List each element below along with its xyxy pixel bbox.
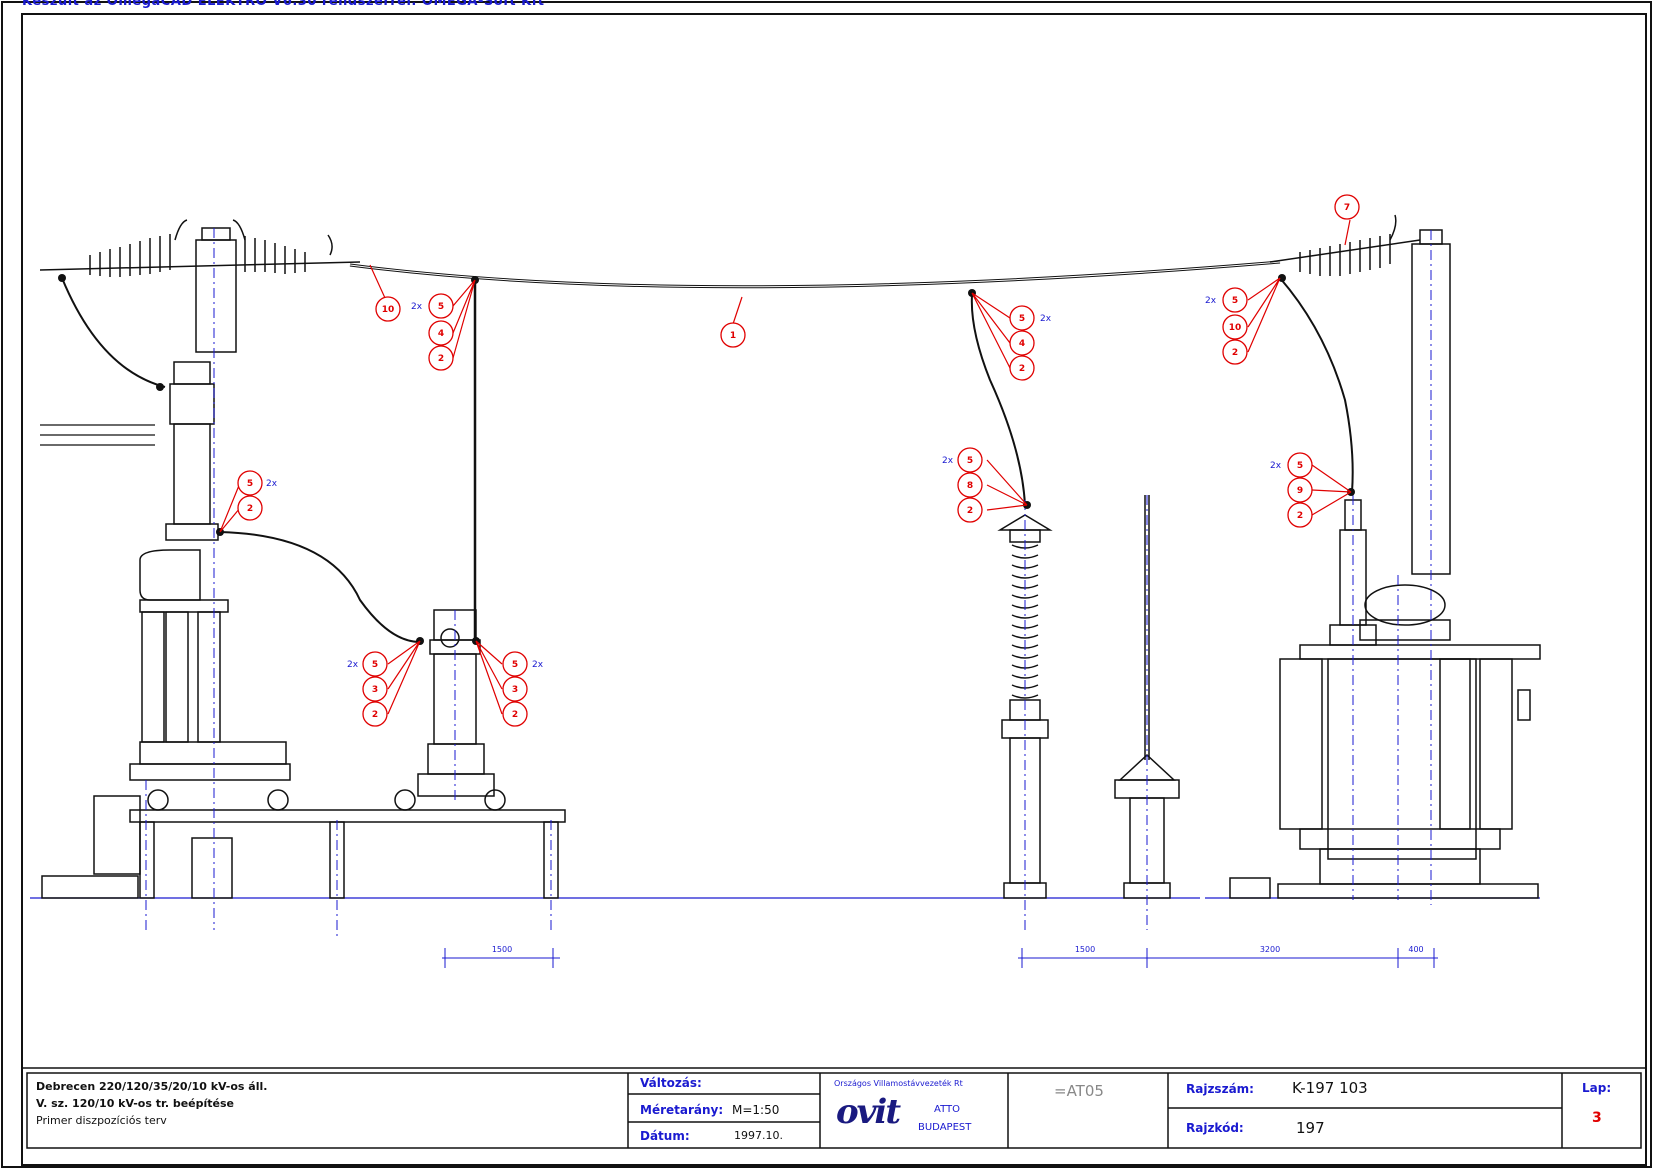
callout-number: 5	[1019, 314, 1025, 324]
company-name: Országos Villamostávvezeték Rt	[834, 1079, 963, 1088]
object-code: =AT05	[1054, 1082, 1104, 1100]
connection-nodes	[58, 274, 1355, 645]
multiplier-label: 2x	[411, 302, 423, 312]
callout-number: 2	[1019, 364, 1025, 374]
left-bushing-column	[41, 227, 291, 899]
callout-number: 7	[1344, 203, 1350, 213]
multiplier-label: 2x	[1040, 314, 1052, 324]
project-title-line3: Primer diszpozíciós terv	[36, 1114, 167, 1127]
drawing-code-label: Rajzkód:	[1186, 1121, 1244, 1135]
department-line2: BUDAPEST	[918, 1122, 972, 1133]
dimension-label: 1500	[1075, 945, 1095, 954]
date-label: Dátum:	[640, 1129, 690, 1143]
callout-number: 5	[1232, 296, 1238, 306]
current-transformer	[417, 609, 495, 797]
callout-number: 3	[512, 685, 518, 695]
dimension-lines	[442, 948, 1438, 968]
ovit-logo: ovit	[836, 1092, 901, 1132]
project-title-line1: Debrecen 220/120/35/20/10 kV-os áll.	[36, 1080, 268, 1093]
callout-number: 2	[967, 506, 973, 516]
callout-number: 2	[1297, 511, 1303, 521]
dimension-label: 400	[1408, 945, 1423, 954]
callout-number: 5	[438, 302, 444, 312]
change-label: Változás:	[640, 1076, 702, 1090]
transformer-bushing-tall	[1411, 229, 1451, 575]
center-lines	[145, 228, 1432, 940]
project-title-line2: V. sz. 120/10 kV-os tr. beépítése	[36, 1097, 234, 1110]
multiplier-label: 2x	[1270, 461, 1282, 471]
callout-number: 2	[1232, 348, 1238, 358]
callout-number: 10	[382, 305, 395, 315]
callout-number: 2	[247, 504, 253, 514]
software-credit: Készült az OmegaCAD ELEKTRO V6.30 rendsz…	[22, 0, 545, 9]
left-insulator-string	[39, 219, 361, 277]
callout-number: 2	[438, 354, 444, 364]
callout-number: 4	[438, 329, 444, 339]
dimension-label: 1500	[492, 945, 512, 954]
callout-number: 3	[372, 685, 378, 695]
callout-number: 5	[1297, 461, 1303, 471]
multiplier-label: 2x	[1205, 296, 1217, 306]
dimension-label: 3200	[1260, 945, 1280, 954]
multiplier-label: 2x	[532, 660, 544, 670]
inner-frame	[21, 13, 1647, 1166]
callout-number: 5	[512, 660, 518, 670]
multiplier-label: 2x	[266, 479, 278, 489]
callout-number: 4	[1019, 339, 1025, 349]
multiplier-label: 2x	[942, 456, 954, 466]
date-value: 1997.10.	[734, 1129, 783, 1142]
power-transformer	[1229, 499, 1541, 899]
department-line1: ATTO	[934, 1104, 960, 1115]
right-insulator-string	[1269, 214, 1421, 276]
sheet-label: Lap:	[1582, 1081, 1612, 1095]
drawing-number-label: Rajzszám:	[1186, 1082, 1254, 1096]
drawing-number: K-197 103	[1292, 1079, 1368, 1097]
callout-number: 2	[512, 710, 518, 720]
callout-number: 5	[967, 456, 973, 466]
support-structure	[129, 789, 566, 899]
callout-number: 5	[372, 660, 378, 670]
sheet-number: 3	[1592, 1110, 1602, 1126]
multiplier-label: 2x	[347, 660, 359, 670]
left-feeder-stubs	[40, 424, 155, 446]
scale-value: M=1:50	[732, 1103, 780, 1117]
callout-number: 9	[1297, 486, 1303, 496]
callout-circles	[237, 194, 1360, 727]
callout-number: 1	[730, 331, 736, 341]
callout-leaders	[219, 219, 1352, 715]
scale-label: Méretarány:	[640, 1103, 724, 1117]
callout-number: 10	[1229, 323, 1242, 333]
callout-number: 8	[967, 481, 973, 491]
callout-number: 5	[247, 479, 253, 489]
drawing-code: 197	[1296, 1119, 1325, 1137]
callout-number: 2	[372, 710, 378, 720]
title-block-grid	[22, 1067, 1646, 1149]
busbar-conductor	[61, 260, 1354, 643]
